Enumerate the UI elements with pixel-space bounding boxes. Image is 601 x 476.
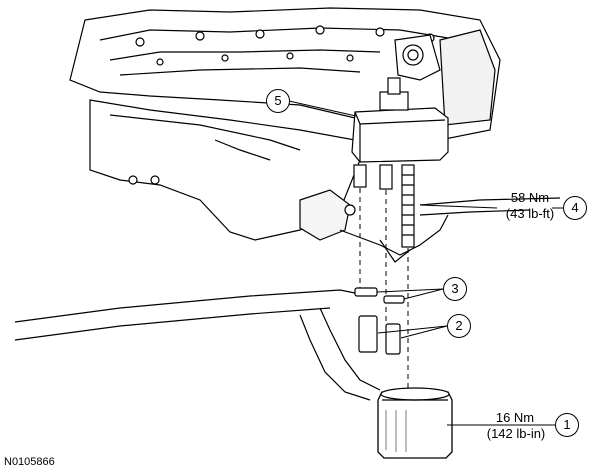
torque-label-1-imperial: (142 lb-in) <box>486 426 546 441</box>
torque-label-4-imperial: (43 lb-ft) <box>505 206 555 221</box>
tube-sleeves <box>358 315 401 355</box>
reference-code: N0105866 <box>4 456 55 468</box>
oil-filter-adapter <box>351 77 449 248</box>
leader-lines <box>288 100 563 426</box>
torque-label-1-metric: 16 Nm <box>495 410 535 425</box>
callout-2: 2 <box>447 314 471 338</box>
callout-5: 5 <box>266 89 290 113</box>
oil-filter <box>377 387 453 459</box>
callout-3: 3 <box>443 277 467 301</box>
lower-pipe <box>14 289 381 401</box>
seal-rings <box>354 287 405 304</box>
callout-1: 1 <box>555 413 579 437</box>
torque-label-4-metric: 58 Nm <box>510 190 550 205</box>
lower-housing <box>89 99 561 263</box>
callout-4: 4 <box>563 196 587 220</box>
